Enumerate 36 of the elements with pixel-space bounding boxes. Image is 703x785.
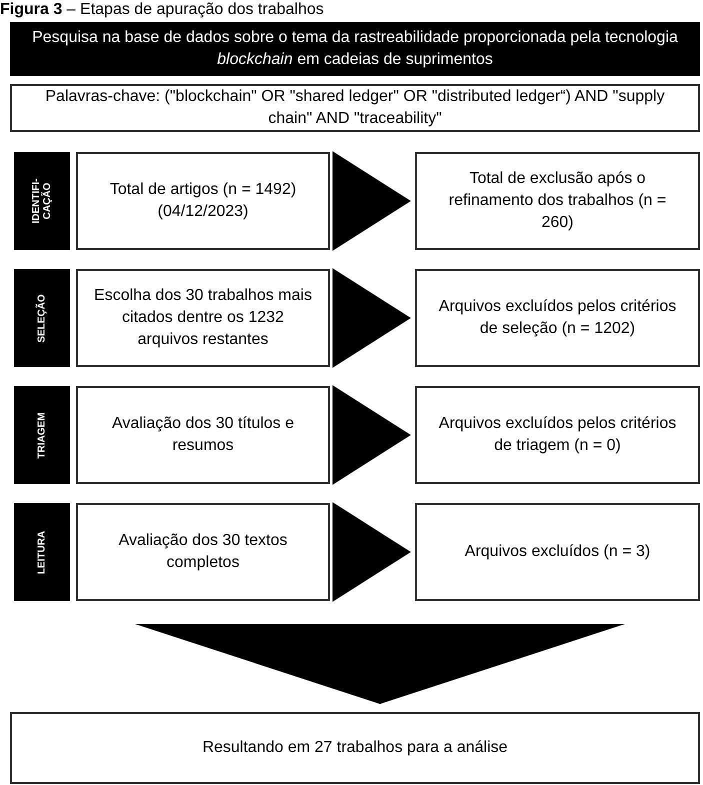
stage-text: SELEÇÃO	[36, 292, 48, 344]
process-box	[415, 503, 700, 601]
stage-text: LEITURA	[36, 529, 48, 576]
stage-text: TRIAGEM	[36, 410, 48, 460]
box-text: Total de artigos (n = 1492) (04/12/2023)	[108, 180, 298, 222]
box-text: Arquivos excluídos pelos critérios de triagem (n = 0)	[438, 414, 678, 456]
process-box	[415, 269, 700, 367]
box-text: Avaliação dos 30 títulos e resumos	[110, 414, 296, 456]
stage-label	[14, 269, 70, 367]
process-box	[10, 712, 700, 784]
stage-label	[14, 152, 70, 250]
process-box	[76, 503, 330, 601]
stage-text: IDENTIFI- CAÇÃO	[31, 178, 53, 226]
chevron-arrow	[332, 268, 411, 368]
header-box	[10, 22, 700, 76]
box-text: Total de exclusão após o refinamento dos trabalhos (n = 260)	[448, 169, 668, 233]
stage-label	[14, 386, 70, 484]
process-box	[10, 84, 700, 132]
chevron-arrow	[332, 502, 411, 602]
process-box	[415, 152, 700, 250]
box-text: Pesquisa na base de dados sobre o tema da rastreabilidade proporcionada pela tecnologia blockchain em cadeias de suprimentos	[31, 28, 679, 70]
box-text: Arquivos excluídos pelos critérios de seleção (n = 1202)	[438, 297, 678, 339]
box-text: Escolha dos 30 trabalhos mais citados dentre os 1232 arquivos restantes	[94, 286, 312, 350]
chevron-arrow	[332, 151, 411, 251]
process-box	[76, 152, 330, 250]
figure-title: Figura 3 – Etapas de apuração dos trabalhos	[0, 0, 324, 20]
process-box	[415, 386, 700, 484]
stage-label	[14, 503, 70, 601]
chevron-arrow	[332, 385, 411, 485]
box-text: Resultando em 27 trabalhos para a análise	[202, 738, 508, 758]
box-text: Arquivos excluídos (n = 3)	[464, 542, 650, 562]
down-arrow	[135, 624, 625, 704]
process-box	[76, 386, 330, 484]
box-text: Palavras-chave: ("blockchain" OR "shared ledger" OR "distributed ledger“) AND "supply chain" AND "traceability"	[44, 87, 666, 129]
process-box	[76, 269, 330, 367]
box-text: Avaliação dos 30 textos completos	[118, 531, 288, 573]
